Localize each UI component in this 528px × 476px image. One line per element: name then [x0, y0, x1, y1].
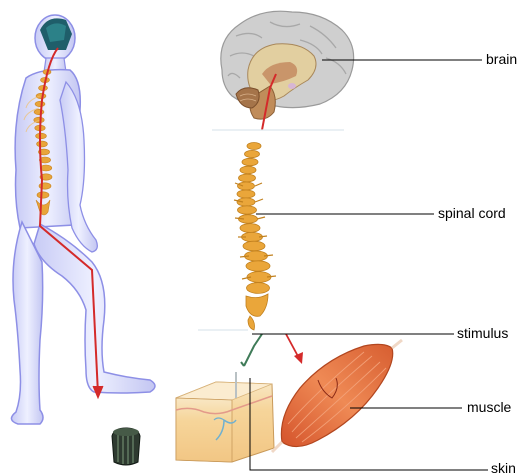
brain-icon [221, 11, 354, 130]
label-spinal-cord: spinal cord [438, 205, 506, 221]
label-muscle: muscle [467, 399, 511, 415]
label-stimulus: stimulus [457, 325, 508, 341]
skin-block-icon [176, 372, 274, 462]
spine-icon [234, 143, 276, 331]
muscle-icon [272, 340, 402, 452]
stimulus-object-icon [112, 428, 140, 465]
label-skin: skin [491, 460, 516, 476]
label-brain: brain [486, 51, 517, 67]
human-figure-icon [11, 15, 155, 424]
